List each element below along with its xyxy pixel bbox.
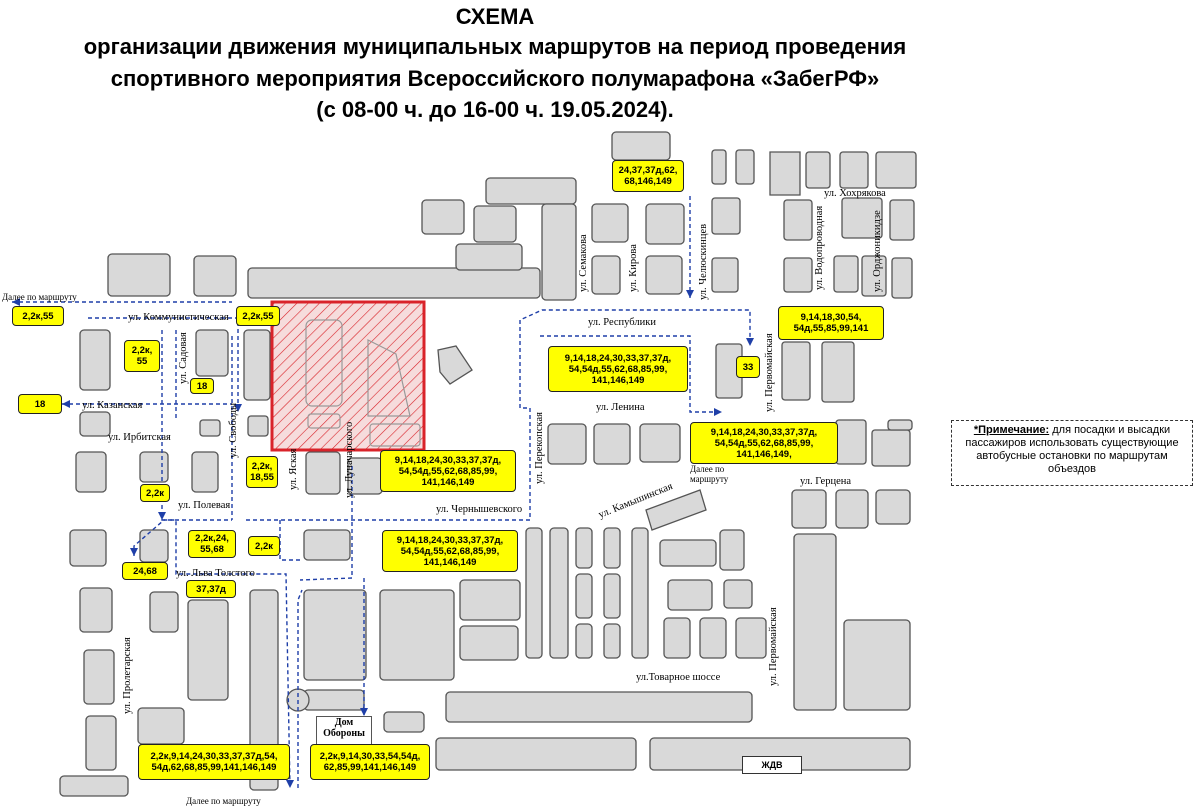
map-subtitle-3: (с 08-00 ч. до 16-00 ч. 19.05.2024). bbox=[316, 97, 674, 122]
street-ordzhonikidze: ул. Орджоникидзе bbox=[872, 210, 883, 292]
street-vodoprovodnaya: ул. Водопроводная bbox=[814, 206, 825, 290]
note-title: *Примечание: bbox=[973, 424, 1050, 436]
route-box-33: 33 bbox=[736, 356, 760, 378]
route-box-22k-1855: 2,2к, 18,55 bbox=[246, 456, 278, 488]
note-text: для посадки и высадки пассажиров использ… bbox=[965, 424, 1179, 475]
dom-oborony-label: Дом Обороны bbox=[316, 716, 372, 746]
route-box-9-right: 9,14,18,24,30,33,37,37д, 54,54д,55,62,68… bbox=[690, 422, 838, 464]
route-box-top-22k55: 2,2к,55 bbox=[236, 306, 280, 326]
street-chernyshevskogo: ул. Чернышевского bbox=[436, 504, 522, 515]
street-tovarnoe: ул.Товарное шоссе bbox=[636, 672, 721, 683]
street-chelyuskincev: ул. Челюскинцев bbox=[698, 224, 709, 300]
route-box-2k-a: 2,2к bbox=[140, 484, 170, 502]
street-lunacharskogo: ул. Луначарского bbox=[344, 422, 355, 498]
street-kommunisticheskaya: ул. Коммунистическая bbox=[128, 312, 229, 323]
zhdv-label: ЖДВ bbox=[742, 756, 802, 774]
street-semakova: ул. Семакова bbox=[578, 234, 589, 292]
route-box-22k24: 2,2к,24, 55,68 bbox=[188, 530, 236, 558]
route-box-18-b: 18 bbox=[18, 394, 62, 414]
route-box-bottom-mid: 2,2к,9,14,30,33,54,54д, 62,85,99,141,146… bbox=[310, 744, 430, 780]
route-box-22k-55-small: 2,2к, 55 bbox=[124, 340, 160, 372]
street-hohryakova: ул. Хохрякова bbox=[824, 188, 886, 199]
street-yaskaya: ул. Яская bbox=[288, 448, 299, 490]
route-box-9-center: 9,14,18,24,30,33,37,37д, 54,54д,55,62,68… bbox=[380, 450, 516, 492]
street-lva-tolstogo: ул. Льва Толстого bbox=[176, 568, 255, 579]
route-box-left-22k55: 2,2к,55 bbox=[12, 306, 64, 326]
route-box-2k-b: 2,2к bbox=[248, 536, 280, 556]
street-pervomayskaya-bottom: ул. Первомайская bbox=[768, 607, 779, 686]
route-box-2468: 24,68 bbox=[122, 562, 168, 580]
street-gercena: ул. Герцена bbox=[800, 476, 851, 487]
route-box-bottom-left: 2,2к,9,14,24,30,33,37,37д,54, 54д,62,68,… bbox=[138, 744, 290, 780]
map-subtitle-2: спортивного мероприятия Всероссийского п… bbox=[110, 66, 880, 91]
route-box-9-south: 9,14,18,24,30,33,37,37д, 54,54д,55,62,68… bbox=[382, 530, 518, 572]
street-irbitskaya: ул. Ирбитская bbox=[108, 432, 171, 443]
dalee-label-right: Далее по маршруту bbox=[690, 464, 729, 484]
map-subtitle-1: организации движения муниципальных маршр… bbox=[83, 34, 907, 59]
map-title: СХЕМА bbox=[455, 4, 535, 29]
route-box-3737d: 37,37д bbox=[186, 580, 236, 598]
street-polevaya: ул. Полевая bbox=[178, 500, 230, 511]
note-box: *Примечание: для посадки и высадки пасса… bbox=[951, 420, 1193, 486]
street-respubliki: ул. Республики bbox=[588, 317, 656, 328]
dalee-label-left: Далее по маршруту bbox=[2, 292, 77, 302]
street-kazanskaya: ул. Казанская bbox=[82, 400, 142, 411]
route-arrows bbox=[12, 290, 754, 788]
street-pervomayskaya-top: ул. Первомайская bbox=[764, 333, 775, 412]
street-sadovaya: ул. Садовая bbox=[178, 332, 189, 384]
street-proletarskaya: ул. Пролетарская bbox=[122, 637, 133, 714]
street-perekopskaya: ул. Перекопская bbox=[534, 412, 545, 484]
dalee-label-bottom: Далее по маршруту bbox=[186, 796, 261, 806]
closed-zone bbox=[270, 300, 426, 452]
street-svobody: ул. Свободы bbox=[228, 403, 239, 458]
route-box-18-a: 18 bbox=[190, 378, 214, 394]
street-kirova: ул. Кирова bbox=[628, 244, 639, 292]
route-box-24-37: 24,37,37д,62, 68,146,149 bbox=[612, 160, 684, 192]
street-lenina: ул. Ленина bbox=[596, 402, 645, 413]
route-box-9-republiki: 9,14,18,30,54, 54д,55,85,99,141 bbox=[778, 306, 884, 340]
buildings bbox=[59, 131, 917, 797]
route-box-9-lenina: 9,14,18,24,30,33,37,37д, 54,54д,55,62,68… bbox=[548, 346, 688, 392]
